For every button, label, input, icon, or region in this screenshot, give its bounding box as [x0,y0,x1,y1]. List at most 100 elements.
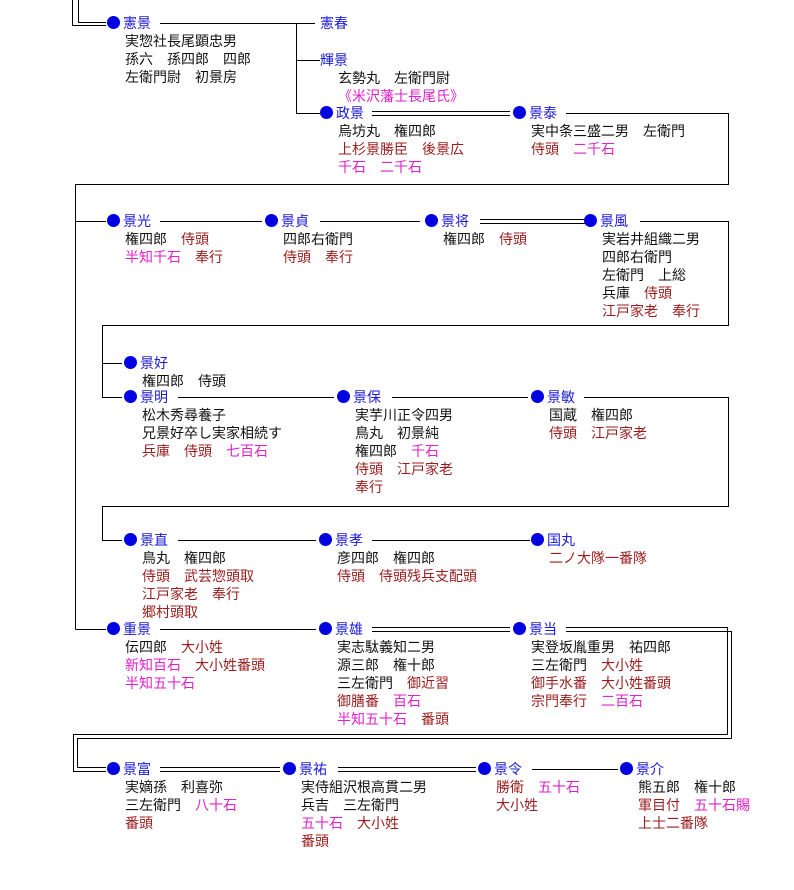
node-noriHaru: 憲春 [320,15,348,33]
detail-line: 実芋川正令四男 [337,407,453,425]
detail-text: 新知百石 [125,658,195,674]
detail-line: 実岩井組織二男 [584,231,700,249]
detail-line: 権四郎 千石 [337,443,453,461]
detail-line: 鳥丸 初景純 [337,425,453,443]
detail-line: 上杉景勝臣 後景広 [320,141,464,159]
detail-text: 勝衛 [496,780,538,796]
person-name-text: 景光 [123,214,151,230]
detail-text: 鳥丸 初景純 [355,426,439,442]
detail-text: 国蔵 権四郎 [549,408,633,424]
person-name-text: 景好 [140,356,168,372]
bullet-dot-icon [584,214,597,227]
detail-line: 四郎右衛門 [265,231,353,249]
person-name: 国丸 [531,532,647,550]
bullet-dot-icon [425,214,438,227]
node-kageYasu2: 景保実芋川正令四男鳥丸 初景純権四郎 千石侍頭 江戸家老奉行 [337,389,453,497]
person-name: 景当 [513,621,671,639]
detail-text: 実岩井組織二男 [602,232,700,248]
detail-text: 《米沢藩士長尾氏》 [338,89,464,105]
bullet-dot-icon [124,533,137,546]
person-name: 政景 [320,105,464,123]
detail-text: 松木秀尋養子 [142,408,226,424]
detail-line: 《米沢藩士長尾氏》 [320,88,464,106]
detail-text: 半知千石 [125,250,195,266]
detail-text: 番頭 [125,816,153,832]
node-kageNao: 景直鳥丸 権四郎侍頭 武芸惣頭取江戸家老 奉行郷村頭取 [124,532,254,622]
node-masaKage: 政景烏坊丸 権四郎上杉景勝臣 後景広千石 二千石 [320,105,464,177]
detail-text: 実芋川正令四男 [355,408,453,424]
detail-text: 奉行 [195,250,223,266]
detail-text: 玄勢丸 左衛門尉 [338,71,450,87]
bullet-dot-icon [620,762,633,775]
bullet-dot-icon [513,106,526,119]
person-name: 景将 [425,213,527,231]
person-name-text: 景泰 [529,106,557,122]
detail-line: 熊五郎 権十郎 [620,779,750,797]
detail-text: 熊五郎 権十郎 [638,780,736,796]
detail-line: 侍頭 江戸家老 [337,461,453,479]
person-name: 景明 [124,389,282,407]
detail-line: 新知百石 大小姓番頭 [107,657,265,675]
detail-text: 三左衛門 [531,658,601,674]
detail-line: 三左衛門 八十石 [107,797,237,815]
detail-line: 江戸家老 奉行 [584,303,700,321]
detail-text: 侍頭 侍頭残兵支配頭 [337,569,477,585]
node-kageSada: 景貞四郎右衛門侍頭 奉行 [265,213,353,267]
detail-text: 御近習 [407,676,449,692]
person-name: 憲景 [107,15,251,33]
detail-text: 二千石 [573,142,615,158]
detail-line: 軍目付 五十石賜 [620,797,750,815]
bullet-dot-icon [107,16,120,29]
detail-text: 孫六 孫四郎 四郎 [125,52,251,68]
detail-text: 千石 二千石 [338,160,422,176]
detail-text: 奉行 [355,480,383,496]
node-kageMasa: 景将権四郎 侍頭 [425,213,527,249]
person-name: 景祐 [283,761,427,779]
person-name-text: 景令 [494,762,522,778]
person-name-text: 景富 [123,762,151,778]
detail-text: 江戸家老 奉行 [142,587,240,603]
person-name-text: 景保 [353,390,381,406]
bullet-dot-icon [513,622,526,635]
detail-text: 兄景好卒し実家相続す [142,426,282,442]
node-kageToshi: 景敏国蔵 権四郎侍頭 江戸家老 [531,389,647,443]
person-name: 景風 [584,213,700,231]
detail-text: 侍頭 [499,232,527,248]
person-name-text: 重景 [123,622,151,638]
detail-line: 実惣社長尾顕忠男 [107,33,251,51]
person-name-text: 景明 [140,390,168,406]
detail-line: 烏坊丸 権四郎 [320,123,464,141]
person-name: 景光 [107,213,223,231]
person-name-text: 景直 [140,533,168,549]
detail-text: 四郎右衛門 [602,250,672,266]
detail-line: 権四郎 侍頭 [107,231,223,249]
detail-text: 二百石 [601,694,643,710]
detail-text: 千石 [411,444,439,460]
detail-line: 権四郎 侍頭 [124,373,226,391]
person-name-text: 景孝 [335,533,363,549]
person-name: 景介 [620,761,750,779]
detail-line: 御膳番 百石 [319,693,449,711]
node-kageTomi: 景富実嫡孫 利喜弥三左衛門 八十石番頭 [107,761,237,833]
detail-line: 侍頭 二千石 [513,141,685,159]
detail-line: 鳥丸 権四郎 [124,550,254,568]
detail-line: 左衛門 上総 [584,267,700,285]
detail-line: 四郎右衛門 [584,249,700,267]
detail-line: 番頭 [107,815,237,833]
node-kageKaze: 景風実岩井組織二男四郎右衛門左衛門 上総兵庫 侍頭江戸家老 奉行 [584,213,700,321]
detail-line: 半知五十石 番頭 [319,711,449,729]
detail-line: 左衛門尉 初景房 [107,69,251,87]
person-name: 景好 [124,355,226,373]
detail-text: 実惣社長尾顕忠男 [125,34,237,50]
detail-text: 三左衛門 [337,676,407,692]
bullet-dot-icon [319,533,332,546]
detail-text: 番頭 [421,712,449,728]
person-name-text: 景祐 [299,762,327,778]
bullet-dot-icon [265,214,278,227]
bullet-dot-icon [531,390,544,403]
detail-text: 七百石 [226,444,268,460]
detail-text: 軍目付 [638,798,694,814]
detail-line: 国蔵 権四郎 [531,407,647,425]
detail-text: 大小姓 [181,640,223,656]
